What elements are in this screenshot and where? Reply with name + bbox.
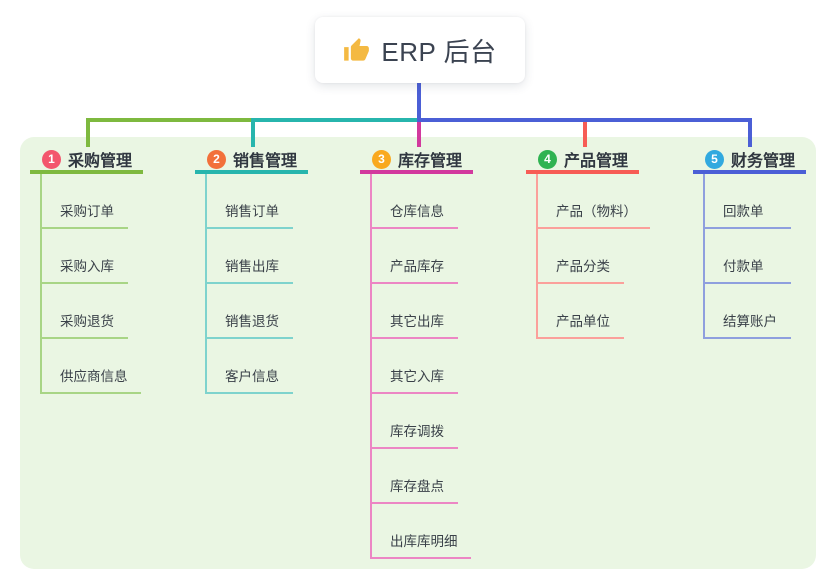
node-settlement-account[interactable]: 结算账户	[705, 284, 791, 339]
node-purchase-return[interactable]: 采购退货	[42, 284, 128, 339]
branch-sales-title: 销售管理	[233, 153, 298, 170]
branches-panel	[20, 137, 816, 569]
node-purchase-inbound[interactable]: 采购入库	[42, 229, 128, 284]
branch-inventory-header[interactable]: 3 库存管理	[360, 148, 473, 174]
branch-sales: 2 销售管理 销售订单 销售出库 销售退货 客户信息	[195, 148, 345, 394]
branch-product-header[interactable]: 4 产品管理	[526, 148, 639, 174]
node-sales-outbound[interactable]: 销售出库	[207, 229, 293, 284]
node-other-outbound[interactable]: 其它出库	[372, 284, 458, 339]
node-stock-transfer[interactable]: 库存调拨	[372, 394, 458, 449]
branch-product: 4 产品管理 产品（物料） 产品分类 产品单位	[526, 148, 676, 339]
node-sales-order[interactable]: 销售订单	[207, 174, 293, 229]
node-product-material[interactable]: 产品（物料）	[538, 174, 650, 229]
node-payment-bill[interactable]: 付款单	[705, 229, 791, 284]
branch-product-children: 产品（物料） 产品分类 产品单位	[536, 174, 650, 339]
node-stock-count[interactable]: 库存盘点	[372, 449, 458, 504]
branch-inventory-title: 库存管理	[398, 153, 463, 170]
badge-3: 3	[372, 149, 391, 169]
branch-inventory: 3 库存管理 仓库信息 产品库存 其它出库 其它入库 库存调拨 库存盘点 出库库…	[360, 148, 510, 559]
badge-2: 2	[207, 149, 226, 169]
node-warehouse-info[interactable]: 仓库信息	[372, 174, 458, 229]
thumbs-up-icon	[344, 37, 370, 61]
node-purchase-order[interactable]: 采购订单	[42, 174, 128, 229]
root-node-label: ERP 后台	[381, 36, 497, 67]
branch-finance-title: 财务管理	[731, 153, 796, 170]
badge-4: 4	[538, 149, 557, 169]
branch-purchase-children: 采购订单 采购入库 采购退货 供应商信息	[40, 174, 141, 394]
branch-purchase-header[interactable]: 1 采购管理	[30, 148, 143, 174]
branch-inventory-children: 仓库信息 产品库存 其它出库 其它入库 库存调拨 库存盘点 出库库明细	[370, 174, 471, 559]
node-product-unit[interactable]: 产品单位	[538, 284, 624, 339]
node-customer-info[interactable]: 客户信息	[207, 339, 293, 394]
badge-5: 5	[705, 149, 724, 169]
node-receipt-bill[interactable]: 回款单	[705, 174, 791, 229]
node-supplier-info[interactable]: 供应商信息	[42, 339, 141, 394]
branch-finance-header[interactable]: 5 财务管理	[693, 148, 806, 174]
node-other-inbound[interactable]: 其它入库	[372, 339, 458, 394]
badge-1: 1	[42, 149, 61, 169]
branch-sales-header[interactable]: 2 销售管理	[195, 148, 308, 174]
branch-sales-children: 销售订单 销售出库 销售退货 客户信息	[205, 174, 293, 394]
node-outbound-detail[interactable]: 出库库明细	[372, 504, 471, 559]
node-product-stock[interactable]: 产品库存	[372, 229, 458, 284]
node-sales-return[interactable]: 销售退货	[207, 284, 293, 339]
branch-finance: 5 财务管理 回款单 付款单 结算账户	[693, 148, 839, 339]
branch-product-title: 产品管理	[564, 153, 629, 170]
branch-purchase-title: 采购管理	[68, 153, 133, 170]
branch-finance-children: 回款单 付款单 结算账户	[703, 174, 791, 339]
branch-purchase: 1 采购管理 采购订单 采购入库 采购退货 供应商信息	[30, 148, 180, 394]
root-node-erp[interactable]: ERP 后台	[315, 17, 525, 83]
node-product-category[interactable]: 产品分类	[538, 229, 624, 284]
